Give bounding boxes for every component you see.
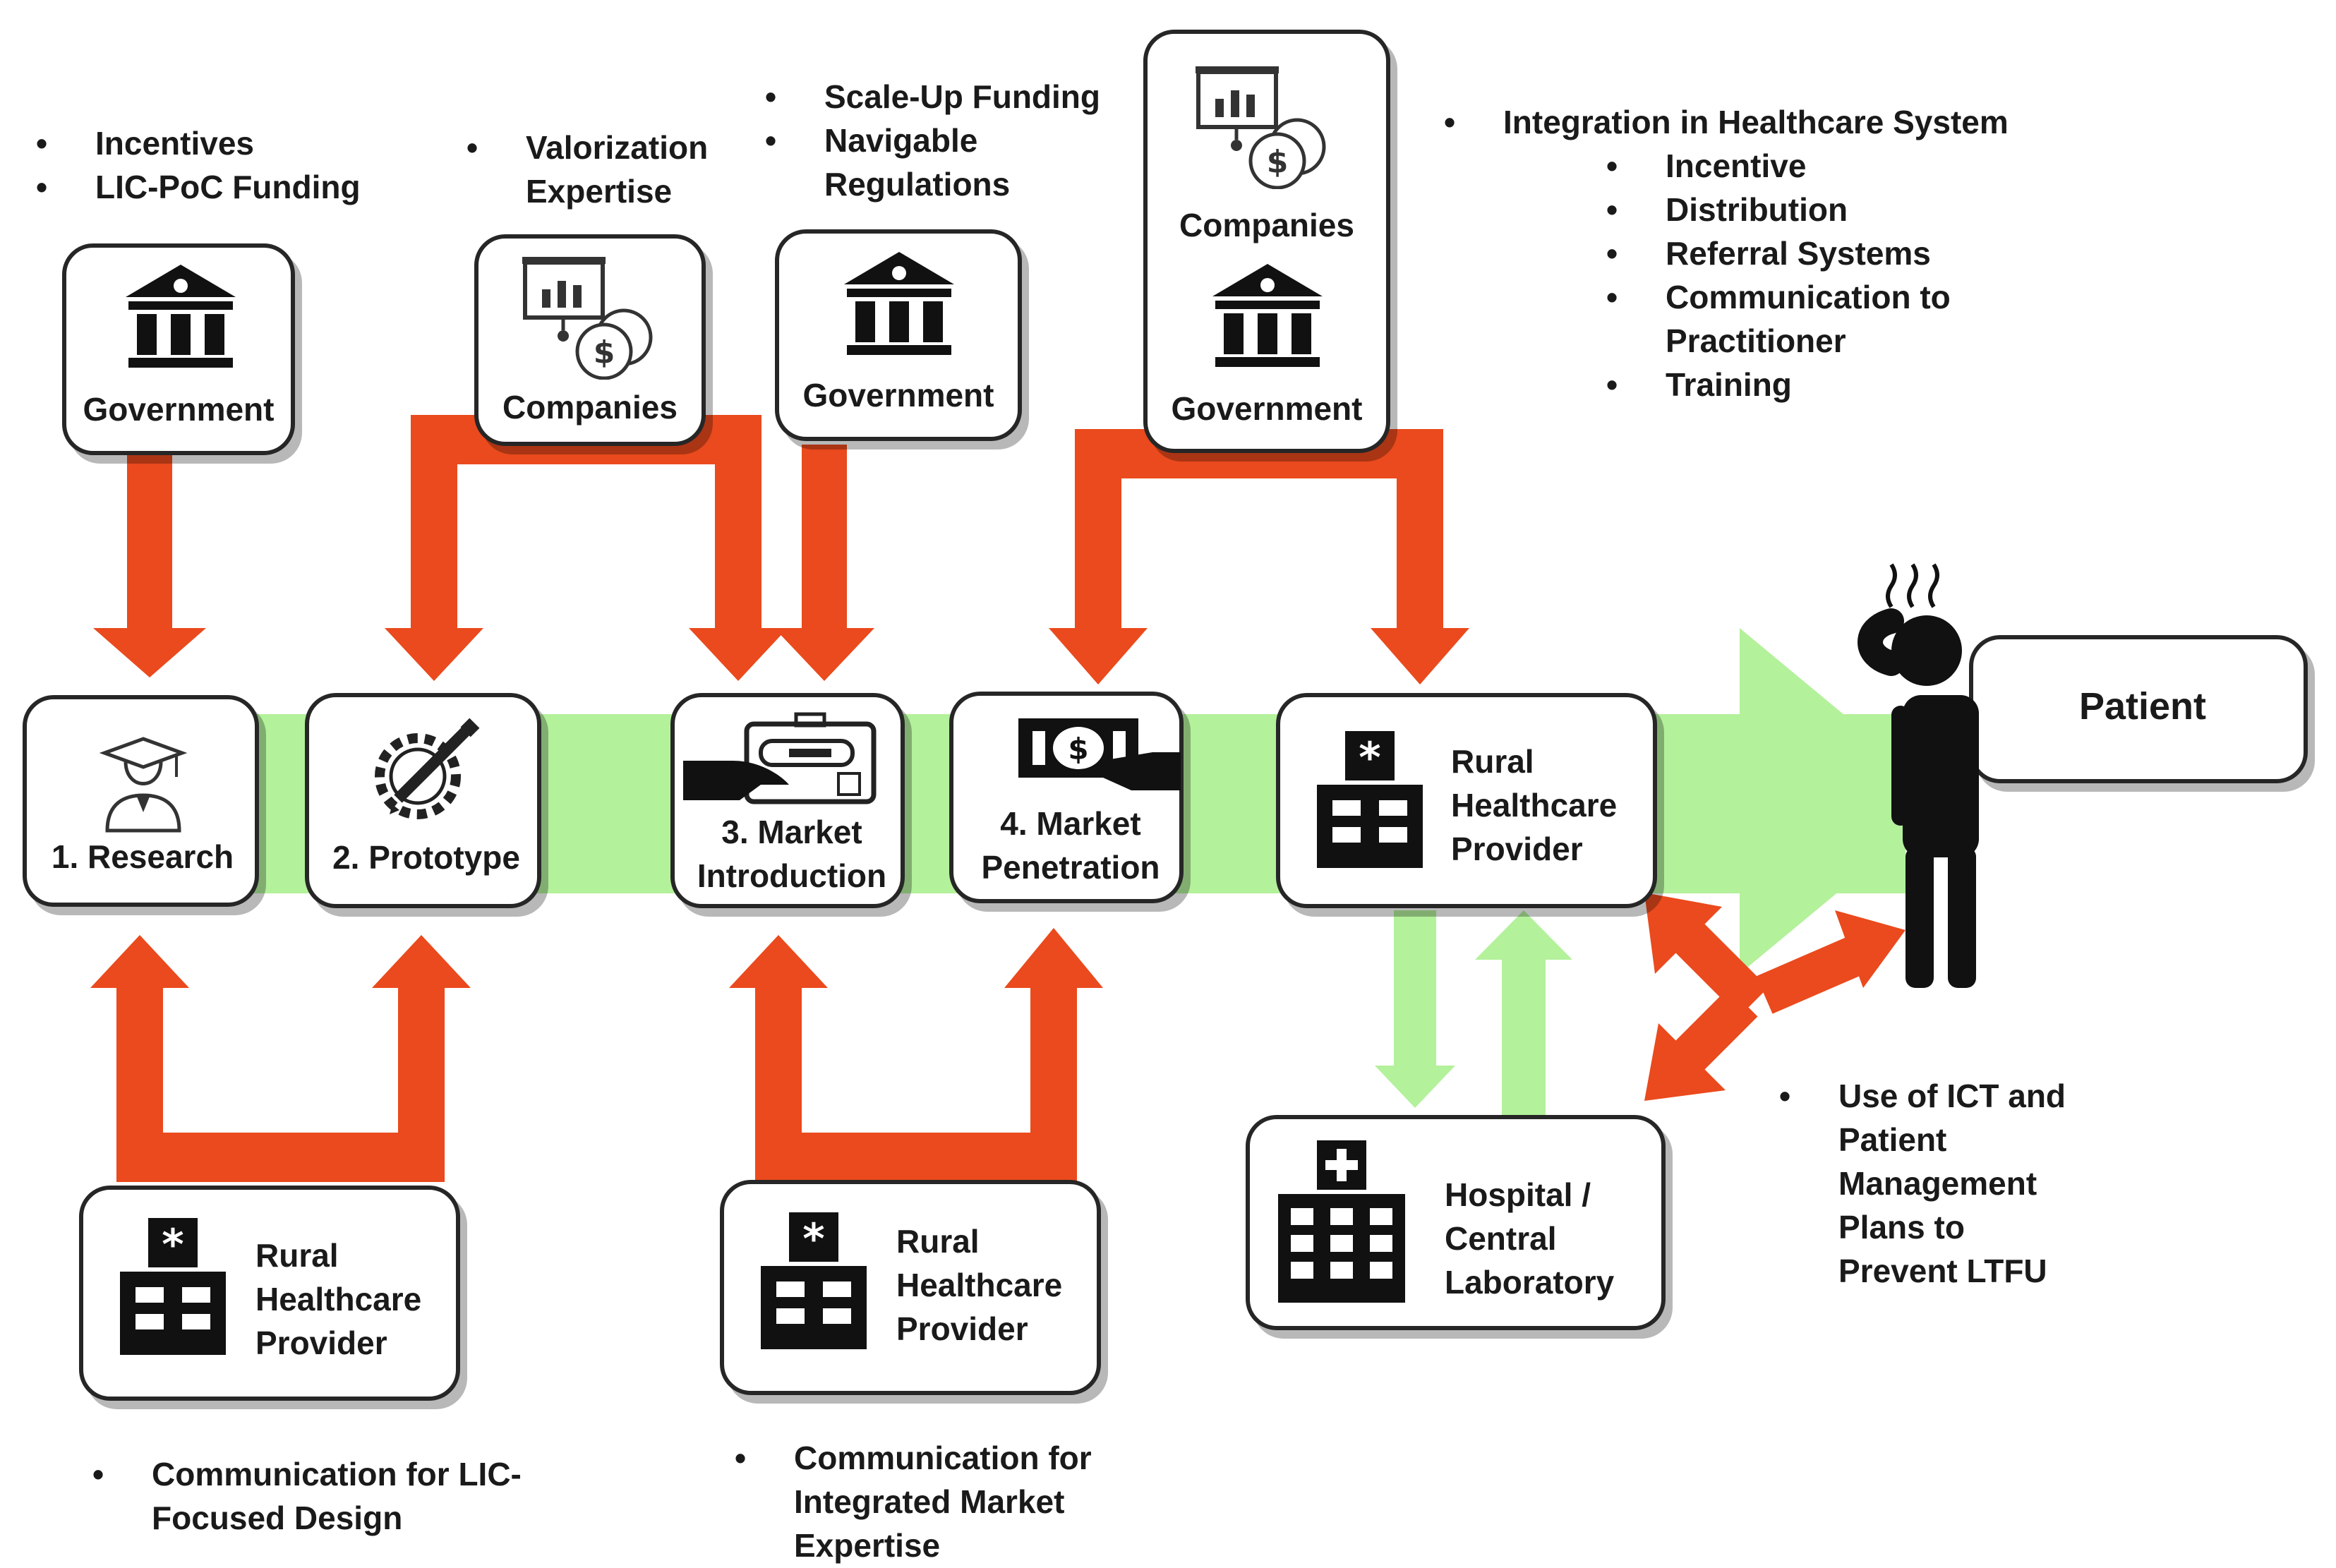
note-subitem: Incentive — [1503, 144, 2009, 188]
companies-label: Companies — [1179, 207, 1354, 243]
rural-notes-middle: • Communication for Integrated Market Ex… — [735, 1436, 1092, 1567]
note-item: Navigable — [765, 119, 1100, 162]
hand-test-kit-icon — [683, 712, 877, 804]
bullet-dot: • — [735, 1440, 747, 1476]
hospital-flow-arrows — [1375, 910, 1572, 1115]
bullet-dot: • — [466, 129, 478, 166]
rural-label-line3: Provider — [1451, 831, 1583, 867]
hospital-label-line2: Central — [1445, 1220, 1557, 1257]
svg-text:$: $ — [594, 334, 615, 370]
note-subitem-continued: Practitioner — [1666, 322, 1846, 359]
bullet-dot: • — [92, 1456, 104, 1492]
note-line: Communication for LIC- — [152, 1456, 522, 1492]
stage-market-penetration: $ 4. Market Penetration — [949, 692, 1184, 903]
note-item-continued: Regulations — [824, 166, 1011, 203]
note-line: Use of ICT and — [1838, 1078, 2066, 1114]
rural-label-line3: Provider — [896, 1310, 1028, 1347]
companies-government-box: $ Companies Government — [1143, 30, 1390, 453]
note-line: Management — [1838, 1165, 2037, 1202]
stage-research: 1. Research — [23, 695, 259, 907]
note-item: LIC-PoC Funding — [36, 165, 360, 209]
government-building-icon — [1212, 264, 1323, 367]
patient-figure-icon — [1858, 563, 1979, 988]
svg-text:$: $ — [1267, 144, 1289, 180]
stage-rural-healthcare-provider: * Rural Healthcare Provider — [1276, 693, 1657, 908]
hospital-building-icon — [1278, 1140, 1405, 1303]
stage-label-line2: Penetration — [981, 849, 1160, 886]
note-line: Valorization — [526, 129, 709, 166]
stage-label-line1: 4. Market — [1000, 805, 1141, 842]
rural-label-line1: Rural — [255, 1237, 339, 1274]
stage-label: 2. Prototype — [332, 839, 520, 876]
rural-label-line2: Healthcare — [1451, 787, 1618, 824]
gear-pencil-icon — [375, 718, 480, 819]
note-subitem: Training — [1503, 363, 2009, 406]
ict-notes: • Use of ICT and Patient Management Plan… — [1779, 1074, 2066, 1293]
government-label: Government — [1171, 390, 1363, 427]
patient-label: Patient — [2078, 685, 2207, 728]
graduate-icon — [99, 737, 188, 833]
rural-healthcare-provider-box-left: * Rural Healthcare Provider — [79, 1186, 460, 1401]
rural-label-line2: Healthcare — [255, 1281, 422, 1317]
note-line: Prevent LTFU — [1838, 1253, 2047, 1289]
government-box-2: Government — [775, 229, 1022, 441]
svg-text:*: * — [162, 1220, 183, 1270]
hospital-label-line1: Hospital / — [1445, 1176, 1591, 1213]
hospital-building-icon: * — [1317, 731, 1423, 868]
rural-label-line2: Healthcare — [896, 1267, 1063, 1303]
hospital-building-icon: * — [120, 1218, 226, 1355]
note-item: Integration in Healthcare System — [1444, 100, 2009, 144]
note-subitem: Referral Systems — [1503, 231, 2009, 275]
note-line: Integrated Market — [794, 1483, 1065, 1520]
rural-healthcare-provider-box-middle: * Rural Healthcare Provider — [720, 1180, 1101, 1395]
government-box-1: Government — [62, 243, 295, 455]
companies-box-1: $ Companies — [474, 234, 706, 446]
rural-label-line1: Rural — [1451, 743, 1534, 780]
rural-notes-left: • Communication for LIC- Focused Design — [92, 1452, 522, 1540]
note-item: Scale-Up Funding — [765, 75, 1100, 119]
chart-dollar-icon: $ — [522, 257, 653, 380]
government-label: Government — [83, 391, 275, 428]
hospital-building-icon: * — [761, 1212, 867, 1349]
stage-label-line2: Introduction — [697, 857, 887, 894]
svg-text:*: * — [802, 1214, 824, 1264]
government-building-icon — [126, 265, 236, 368]
stage-label-line1: 3. Market — [721, 814, 862, 850]
government-notes-2: Scale-Up Funding Navigable Regulations — [765, 75, 1100, 206]
stage-prototype: 2. Prototype — [305, 693, 541, 908]
note-item: Incentives — [36, 121, 361, 165]
note-line: Expertise — [794, 1527, 941, 1564]
rural-label-line1: Rural — [896, 1223, 980, 1260]
note-line: Patient — [1838, 1121, 1947, 1158]
hand-money-icon: $ — [1018, 718, 1181, 790]
note-line: Expertise — [526, 173, 673, 210]
note-line: Communication for — [794, 1440, 1092, 1476]
integration-notes: Integration in Healthcare System Incenti… — [1444, 100, 2009, 406]
note-subitem: Distribution — [1503, 188, 2009, 231]
companies-notes-1: • Valorization Expertise — [466, 126, 709, 213]
stage-market-introduction: 3. Market Introduction — [670, 693, 905, 908]
patient-box: Patient — [1969, 635, 2308, 783]
hospital-label-line3: Laboratory — [1445, 1264, 1615, 1301]
government-label: Government — [802, 377, 994, 414]
hospital-central-laboratory-box: Hospital / Central Laboratory — [1246, 1115, 1666, 1330]
note-line: Focused Design — [152, 1500, 403, 1536]
government-building-icon — [844, 252, 954, 355]
svg-text:$: $ — [1068, 732, 1088, 766]
government-notes-1: Incentives LIC-PoC Funding — [36, 121, 361, 209]
note-subitem: Communication to — [1503, 275, 2009, 319]
chart-dollar-icon: $ — [1196, 66, 1326, 189]
note-line: Plans to — [1838, 1209, 1965, 1246]
rural-label-line3: Provider — [255, 1325, 387, 1361]
bullet-dot: • — [1779, 1078, 1791, 1114]
stage-label: 1. Research — [51, 838, 234, 875]
companies-label: Companies — [502, 389, 678, 426]
ict-three-way-arrow — [1644, 893, 1905, 1101]
svg-text:*: * — [1359, 733, 1380, 783]
